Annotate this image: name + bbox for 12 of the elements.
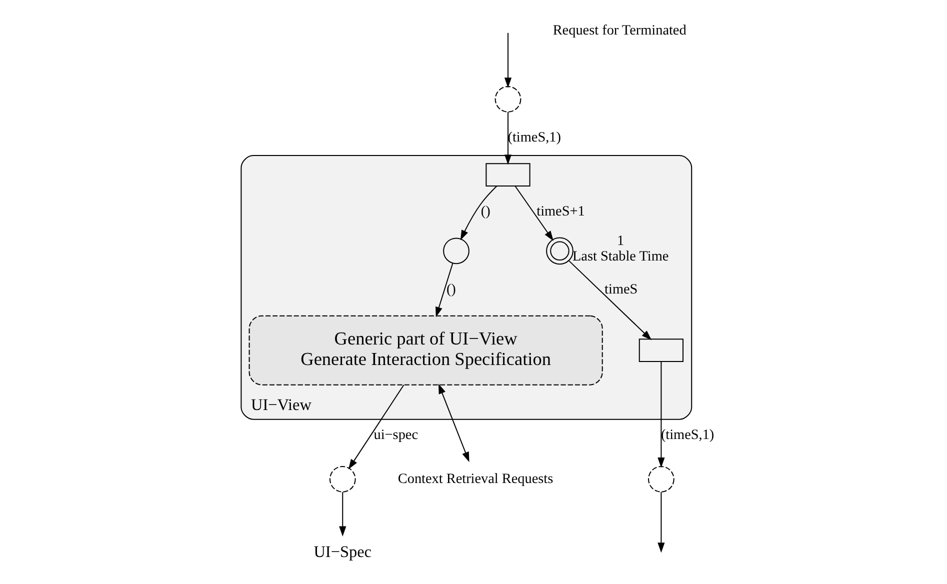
- edge-label: timeS: [604, 282, 638, 298]
- node-label: Last Stable Time: [572, 248, 669, 264]
- edge-label: (): [480, 204, 490, 220]
- edge-label: (timeS,1): [508, 130, 561, 146]
- label: Request for Terminated: [552, 22, 686, 39]
- edge-label: ui−spec: [374, 426, 418, 443]
- edge-label: (timeS,1): [660, 426, 714, 443]
- node-label: 1: [617, 233, 624, 250]
- node-text: Context Retrieval Requests: [398, 470, 554, 487]
- node-text: UI−Spec: [314, 543, 372, 562]
- edge-label: (): [446, 282, 456, 298]
- edge-label: timeS+1: [536, 204, 585, 220]
